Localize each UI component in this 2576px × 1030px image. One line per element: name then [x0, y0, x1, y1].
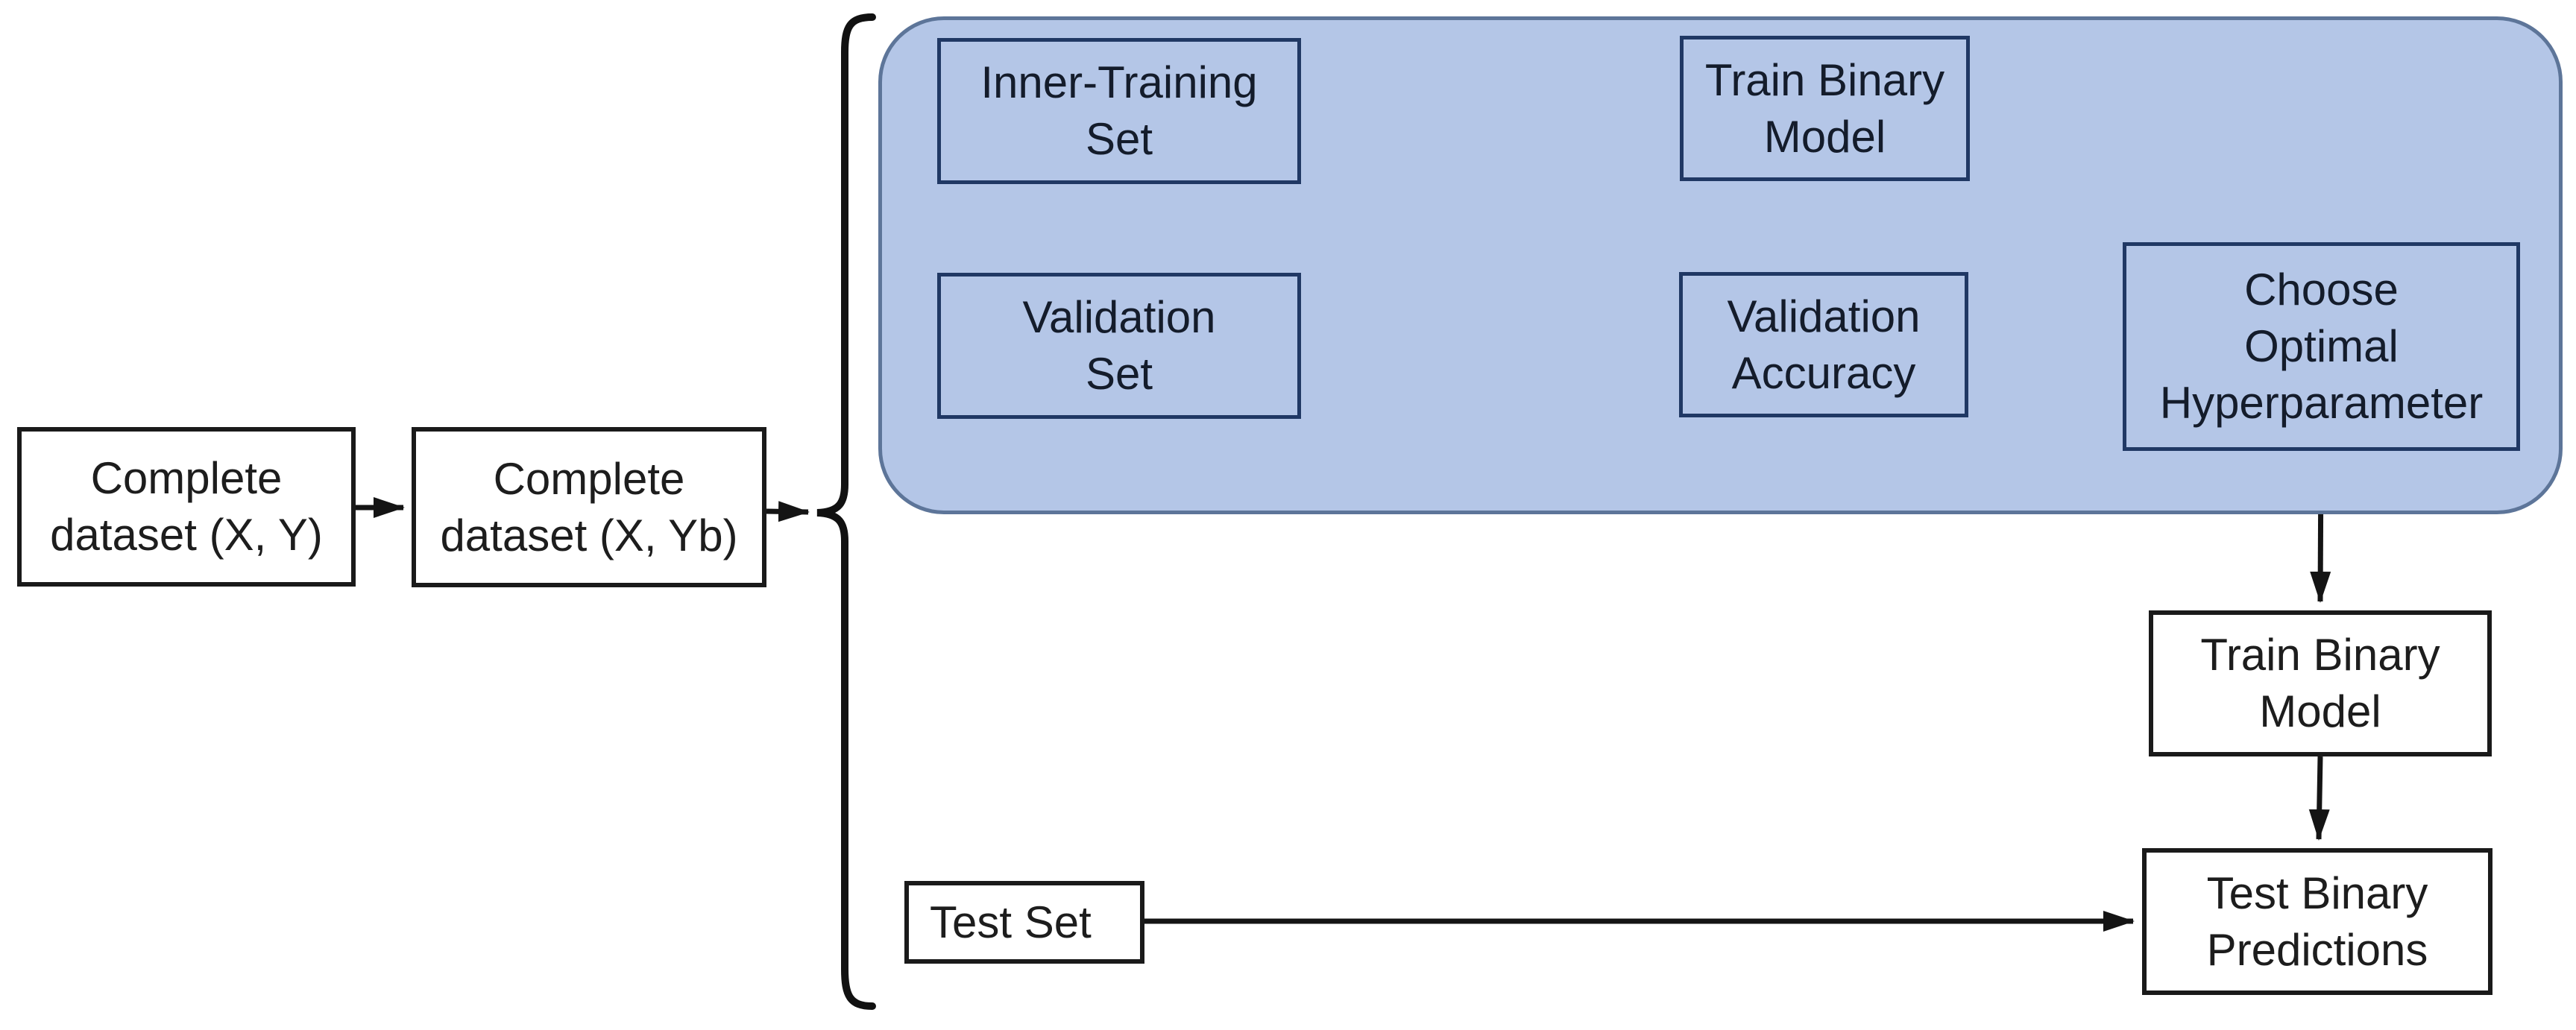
box-complete-dataset-xyb: Complete dataset (X, Yb): [412, 427, 766, 587]
box-train-binary-model-inner: Train Binary Model: [1680, 36, 1970, 181]
arrow-xyb-to-brace: [766, 501, 810, 522]
box-complete-dataset-xy: Complete dataset (X, Y): [17, 427, 356, 587]
arrow-train-binary-outer-to-test-predictions: [2308, 756, 2330, 841]
box-inner-training-set-label: Inner-Training Set: [980, 57, 1258, 164]
box-inner-training-set: Inner-Training Set: [937, 38, 1301, 184]
box-choose-optimal-hyperparameter: Choose Optimal Hyperparameter: [2123, 242, 2520, 451]
box-test-binary-predictions-label: Test Binary Predictions: [2206, 868, 2428, 975]
box-test-set: Test Set: [904, 881, 1144, 964]
box-validation-set-label: Validation Set: [1022, 292, 1216, 399]
box-train-binary-model-outer: Train Binary Model: [2149, 610, 2492, 756]
box-train-binary-model-inner-label: Train Binary Model: [1704, 54, 1945, 162]
box-validation-set: Validation Set: [937, 273, 1301, 419]
box-test-set-label: Test Set: [930, 897, 1092, 947]
box-choose-optimal-hyperparameter-label: Choose Optimal Hyperparameter: [2159, 265, 2484, 428]
box-complete-dataset-xy-label: Complete dataset (X, Y): [50, 453, 323, 560]
box-test-binary-predictions: Test Binary Predictions: [2142, 848, 2492, 995]
box-train-binary-model-outer-label: Train Binary Model: [2200, 630, 2440, 736]
left-brace: [816, 13, 876, 1010]
box-complete-dataset-xyb-label: Complete dataset (X, Yb): [440, 453, 738, 560]
box-validation-accuracy: Validation Accuracy: [1679, 272, 1968, 417]
box-validation-accuracy-label: Validation Accuracy: [1727, 291, 1921, 398]
